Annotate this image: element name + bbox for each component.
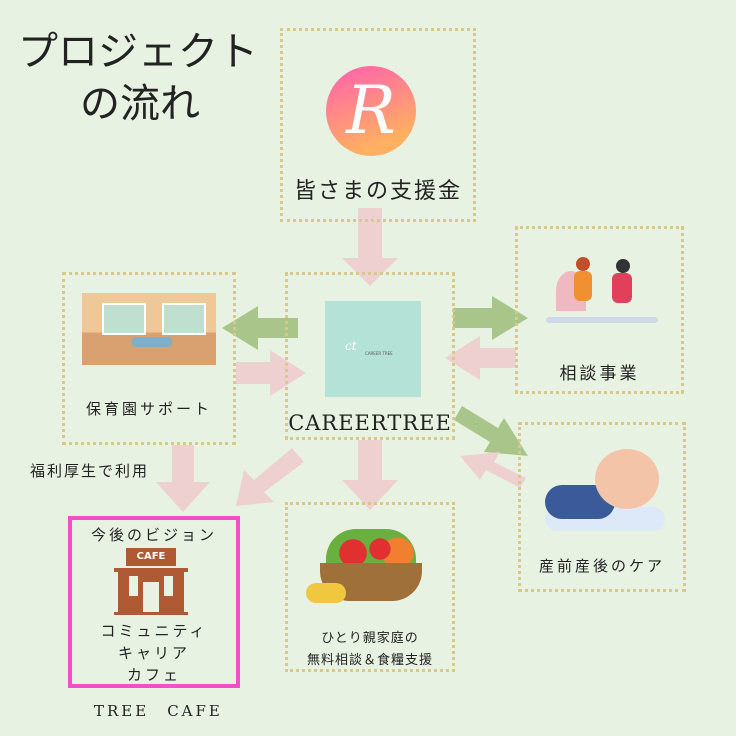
cafe-caption: TREE CAFE <box>94 702 223 720</box>
arrow-maternity-to-center <box>460 452 526 488</box>
node-nursery: 保育園サポート <box>62 272 236 445</box>
arrow-consult-to-center <box>445 336 516 380</box>
welfare-note: 福利厚生で利用 <box>30 462 150 480</box>
arrow-nursery-to-center <box>236 350 306 396</box>
arrow-center-to-cafe <box>236 448 304 506</box>
consult-label: 相談事業 <box>559 364 640 384</box>
vegetable-basket-illustration <box>306 523 436 613</box>
funding-label: 皆さまの支援金 <box>293 179 462 204</box>
cafe-sign: CAFE <box>126 548 176 566</box>
arrow-funding-to-center <box>342 208 398 286</box>
cafe-heading: 今後のビジョン <box>90 526 217 544</box>
careertree-logo: ct CAREER TREE <box>325 301 421 397</box>
careertree-label: CAREERTREE <box>288 411 452 435</box>
consult-illustration <box>546 251 658 325</box>
cafe-line2: キャリア <box>117 644 190 662</box>
node-cafe-vision: 今後のビジョン CAFE コミュニティ キャリア カフェ <box>68 516 240 688</box>
food-label-line1: ひとり親家庭の <box>321 631 419 646</box>
page-title-line1: プロジェクト <box>18 29 258 75</box>
page-title: プロジェクト の流れ <box>18 26 258 130</box>
node-maternity: 産前産後のケア <box>518 422 686 592</box>
node-food-support: ひとり親家庭の 無料相談＆食糧支援 <box>285 502 455 672</box>
logo-mark: ct <box>345 339 357 353</box>
maternity-label: 産前産後のケア <box>538 557 665 575</box>
cafe-line1: コミュニティ <box>100 622 208 640</box>
baby-illustration <box>535 445 671 535</box>
arrow-center-to-food <box>342 440 398 510</box>
logo-text: CAREER TREE <box>365 351 393 356</box>
cafe-line3: カフェ <box>126 666 181 684</box>
node-consult: 相談事業 <box>515 226 684 394</box>
nursery-label: 保育園サポート <box>85 400 212 418</box>
funding-logo: R <box>326 66 416 156</box>
cafe-building-icon: CAFE <box>114 548 188 616</box>
arrow-center-to-maternity <box>454 406 528 456</box>
node-careertree: ct CAREER TREE CAREERTREE <box>285 272 455 440</box>
page-title-line2: の流れ <box>80 81 200 127</box>
nursery-illustration <box>82 293 216 365</box>
arrow-center-to-nursery <box>222 306 298 350</box>
arrow-center-to-consult <box>453 296 528 340</box>
node-funding: R 皆さまの支援金 <box>280 28 476 222</box>
arrow-nursery-to-cafe <box>156 445 210 512</box>
food-label-line2: 無料相談＆食糧支援 <box>306 653 433 668</box>
